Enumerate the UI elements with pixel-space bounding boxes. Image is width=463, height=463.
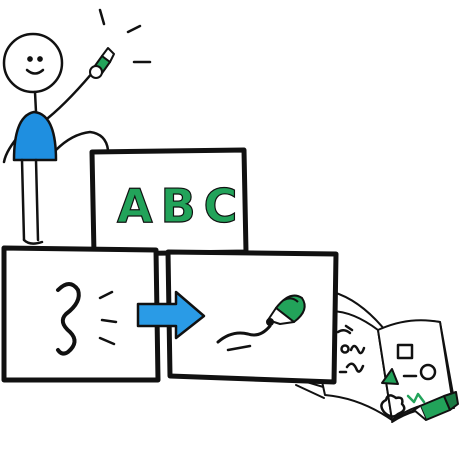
marker-icon [413,391,459,421]
stick-figure-icon [2,32,110,245]
drawing-panel [165,249,339,385]
sparkle-marks [98,8,152,64]
board-letters: ABC [117,179,245,233]
abc-board: ABC [89,147,249,257]
hand-marker-icon [89,47,115,79]
question-mark-icon [56,282,81,356]
question-panel [1,245,161,383]
drawing-marker-icon [266,294,306,326]
arrow-right-icon [136,290,206,340]
